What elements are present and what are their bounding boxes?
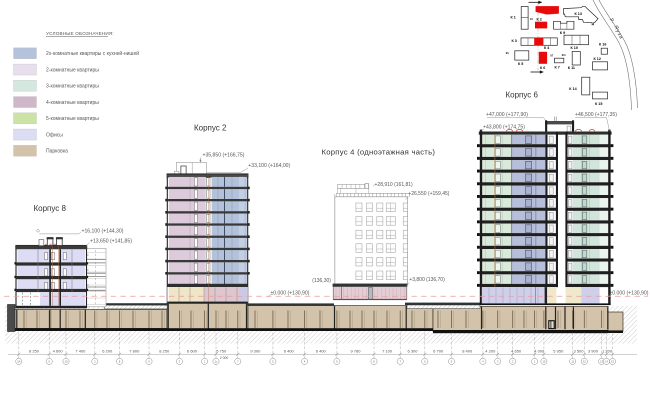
svg-text:К 4: К 4 (544, 46, 550, 50)
svg-text:1с: 1с (215, 359, 218, 363)
svg-text:8 250: 8 250 (29, 349, 40, 354)
svg-text:2: 2 (512, 359, 514, 363)
svg-text:8 250: 8 250 (159, 349, 170, 354)
svg-text:К 13: К 13 (575, 12, 582, 16)
svg-text:6: 6 (148, 359, 150, 363)
svg-text:К 2: К 2 (537, 17, 542, 21)
svg-text:К 10: К 10 (571, 46, 578, 50)
svg-text:7 800: 7 800 (129, 349, 140, 354)
svg-text:9: 9 (336, 359, 338, 363)
svg-text:4: 4 (482, 359, 484, 363)
svg-text:+43,800 (+174,75): +43,800 (+174,75) (483, 125, 525, 131)
svg-text:6 400: 6 400 (316, 349, 327, 354)
svg-text:+13,650 (+141,85): +13,650 (+141,85) (90, 239, 132, 245)
svg-text:К 7: К 7 (555, 66, 560, 70)
svg-text:4-комнатные квартиры: 4-комнатные квартиры (46, 100, 99, 106)
svg-text:7 400: 7 400 (75, 349, 86, 354)
svg-text:6 600: 6 600 (187, 349, 198, 354)
svg-text:4 000: 4 000 (534, 349, 545, 354)
svg-text:5 750: 5 750 (216, 349, 227, 354)
svg-text:10: 10 (65, 359, 68, 363)
svg-text:9: 9 (48, 359, 50, 363)
svg-text:5: 5 (272, 359, 274, 363)
svg-text:Офисы: Офисы (46, 132, 63, 138)
svg-text:3-комнатные квартиры: 3-комнатные квартиры (46, 84, 99, 90)
svg-text:К 5: К 5 (518, 62, 523, 66)
svg-text:К 14: К 14 (569, 87, 577, 91)
svg-text:К 1: К 1 (511, 15, 516, 19)
svg-text:К 3: К 3 (512, 39, 517, 43)
svg-text:1: 1 (204, 359, 206, 363)
svg-text:7 100: 7 100 (382, 349, 393, 354)
svg-text:±0.000 (+130,90): ±0.000 (+130,90) (610, 291, 649, 297)
svg-text:6 200: 6 200 (102, 349, 113, 354)
svg-text:3 500: 3 500 (573, 349, 584, 354)
svg-text:Корпус 4 (одноэтажная часть): Корпус 4 (одноэтажная часть) (322, 148, 436, 157)
svg-text:9 780: 9 780 (350, 349, 361, 354)
svg-text:4 200: 4 200 (485, 349, 496, 354)
svg-text:2: 2 (94, 359, 96, 363)
svg-text:2х-комнатные квартиры с кухней: 2х-комнатные квартиры с кухней-нишей (46, 50, 139, 57)
svg-text:9 300: 9 300 (250, 349, 261, 354)
svg-text:10: 10 (542, 359, 545, 363)
svg-text:Корпус 2: Корпус 2 (194, 124, 227, 133)
svg-text:К5,: К5, (506, 53, 510, 55)
svg-text:3 900: 3 900 (588, 349, 599, 354)
svg-text:8: 8 (119, 359, 121, 363)
svg-text:К11: К11 (562, 55, 567, 57)
svg-text:Парковка: Парковка (46, 149, 68, 155)
svg-text:+16,100 (+144,30): +16,100 (+144,30) (82, 229, 124, 235)
svg-text:±0.000 (+130,90): ±0.000 (+130,90) (271, 291, 310, 297)
svg-text:1 200: 1 200 (602, 349, 613, 354)
svg-text:+3,800 (136,70): +3,800 (136,70) (409, 277, 445, 283)
svg-text:12: 12 (583, 359, 586, 363)
svg-text:4: 4 (304, 359, 306, 363)
svg-text:УСЛОВНЫЕ ОБОЗНАЧЕНИЯ:: УСЛОВНЫЕ ОБОЗНАЧЕНИЯ: (46, 31, 114, 36)
svg-text:+28,910 (161,81): +28,910 (161,81) (375, 182, 414, 188)
svg-text:6 700: 6 700 (433, 349, 444, 354)
svg-text:6 300: 6 300 (407, 349, 418, 354)
svg-text:6 400: 6 400 (284, 349, 295, 354)
svg-text:3: 3 (497, 359, 499, 363)
svg-text:15: 15 (611, 359, 614, 363)
svg-text:Корпус 6: Корпус 6 (506, 91, 539, 100)
svg-text:3: 3 (179, 359, 181, 363)
svg-text:К1: К1 (530, 19, 533, 21)
svg-text:+47,000 (+177,90): +47,000 (+177,90) (486, 112, 528, 118)
svg-text:К 11: К 11 (568, 66, 575, 70)
svg-text:8: 8 (373, 359, 375, 363)
svg-text:2-комнатные квартиры: 2-комнатные квартиры (46, 67, 99, 73)
svg-text:К 9: К 9 (560, 31, 565, 35)
svg-text:+33,100 (+164,00): +33,100 (+164,00) (248, 163, 290, 169)
svg-text:7: 7 (237, 359, 239, 363)
svg-text:7: 7 (399, 359, 401, 363)
svg-text:К 15: К 15 (595, 102, 602, 106)
svg-text:+46,500 (+177,35): +46,500 (+177,35) (575, 112, 617, 118)
svg-text:11: 11 (571, 359, 574, 363)
svg-text:К 6: К 6 (540, 66, 545, 70)
svg-text:14: 14 (605, 359, 608, 363)
svg-text:5-комнатные квартиры: 5-комнатные квартиры (46, 116, 99, 122)
svg-text:К 16: К 16 (599, 42, 606, 46)
svg-text:К7: К7 (551, 56, 554, 58)
svg-text:1: 1 (534, 359, 536, 363)
svg-text:2 000: 2 000 (220, 356, 229, 360)
svg-text:4 650: 4 650 (511, 349, 522, 354)
svg-text:5: 5 (451, 359, 453, 363)
svg-text:+35,850 (+166,75): +35,850 (+166,75) (203, 152, 245, 158)
svg-text:+26,550 (+159,45): +26,550 (+159,45) (408, 191, 449, 197)
svg-text:5 950: 5 950 (553, 349, 564, 354)
svg-text:1А: 1А (17, 359, 20, 363)
svg-text:4 600: 4 600 (53, 349, 64, 354)
svg-text:13: 13 (600, 359, 603, 363)
svg-text:Корпус 8: Корпус 8 (34, 204, 67, 213)
svg-text:6: 6 (424, 359, 426, 363)
svg-text:8 400: 8 400 (462, 349, 473, 354)
svg-text:(136,30): (136,30) (312, 278, 331, 284)
svg-text:К 12: К 12 (594, 57, 601, 61)
